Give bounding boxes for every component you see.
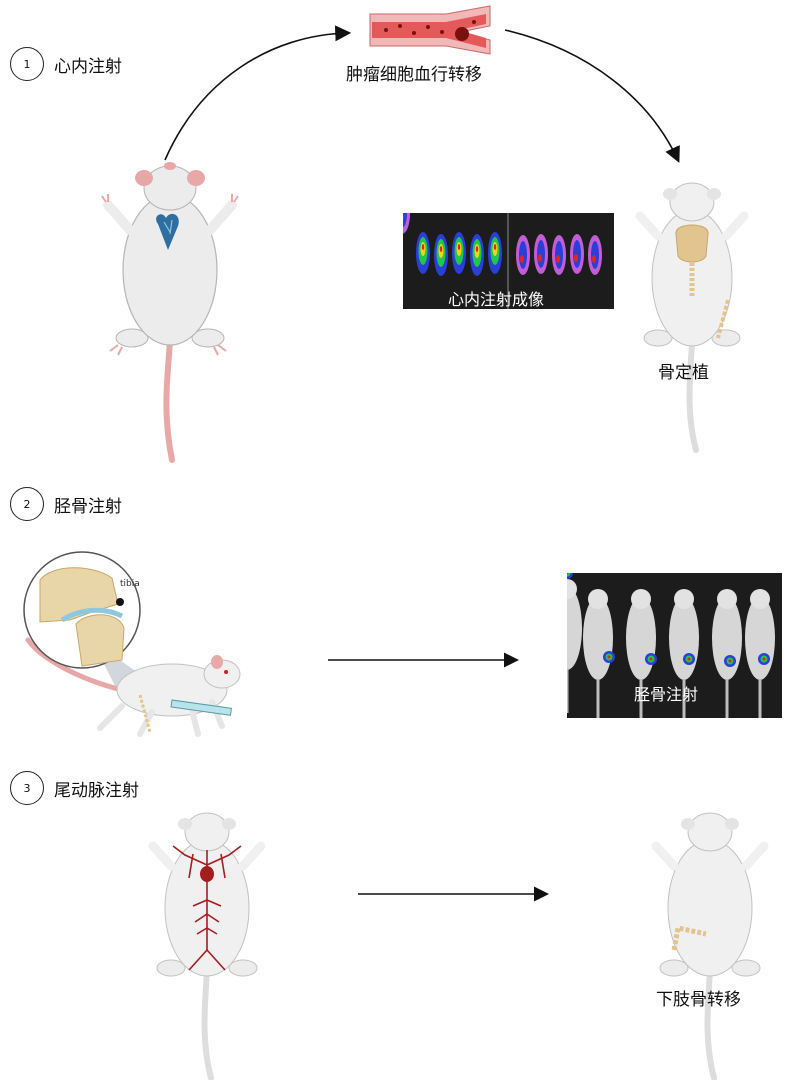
step-1-label: 心内注射: [54, 57, 122, 77]
step-1-marker: 1: [10, 47, 44, 81]
step-3-number: 3: [23, 781, 31, 795]
step-1-number: 1: [23, 57, 31, 71]
intracardiac-imaging-caption: 心内注射成像: [448, 290, 545, 309]
mouse-caudal-artery-illustration: [148, 812, 266, 1080]
mouse-hindlimb-metastasis-illustration: [651, 812, 769, 1080]
tibial-injection-illustration: [23, 551, 241, 737]
vessel-caption: 肿瘤细胞血行转移: [346, 65, 482, 85]
arrow-to-bone: [504, 29, 680, 163]
blood-vessel-illustration: [369, 5, 491, 55]
tumor-cell-cluster: [455, 27, 469, 41]
arrow-step3: [358, 886, 549, 902]
step-3-label: 尾动脉注射: [54, 781, 139, 801]
hindlimb-metastasis-caption: 下肢骨转移: [656, 990, 741, 1010]
arrow-step2: [328, 652, 519, 668]
hindlimb-bone-shape: [671, 925, 707, 951]
artery-heart-shape: [200, 866, 214, 882]
tibial-imaging-panel: [567, 573, 782, 718]
step-2-number: 2: [23, 497, 31, 511]
intracardiac-imaging-panel: [403, 213, 614, 309]
ribcage-shape: [675, 224, 709, 263]
step-2-label: 胫骨注射: [54, 497, 122, 517]
mouse-intracardiac-illustration: [101, 162, 239, 463]
mouse-bone-colonization-illustration: [635, 182, 749, 453]
step-2-marker: 2: [10, 487, 44, 521]
inset-tibia-label: tibia: [120, 579, 140, 589]
bone-colonization-caption: 骨定植: [658, 363, 709, 383]
leg-bone-shape: [716, 299, 730, 339]
step-3-marker: 3: [10, 771, 44, 805]
tibial-imaging-caption: 胫骨注射: [634, 685, 699, 704]
circulation-arrows: [164, 25, 680, 163]
heart-shape: [156, 213, 179, 250]
arrow-to-vessel: [164, 25, 352, 161]
